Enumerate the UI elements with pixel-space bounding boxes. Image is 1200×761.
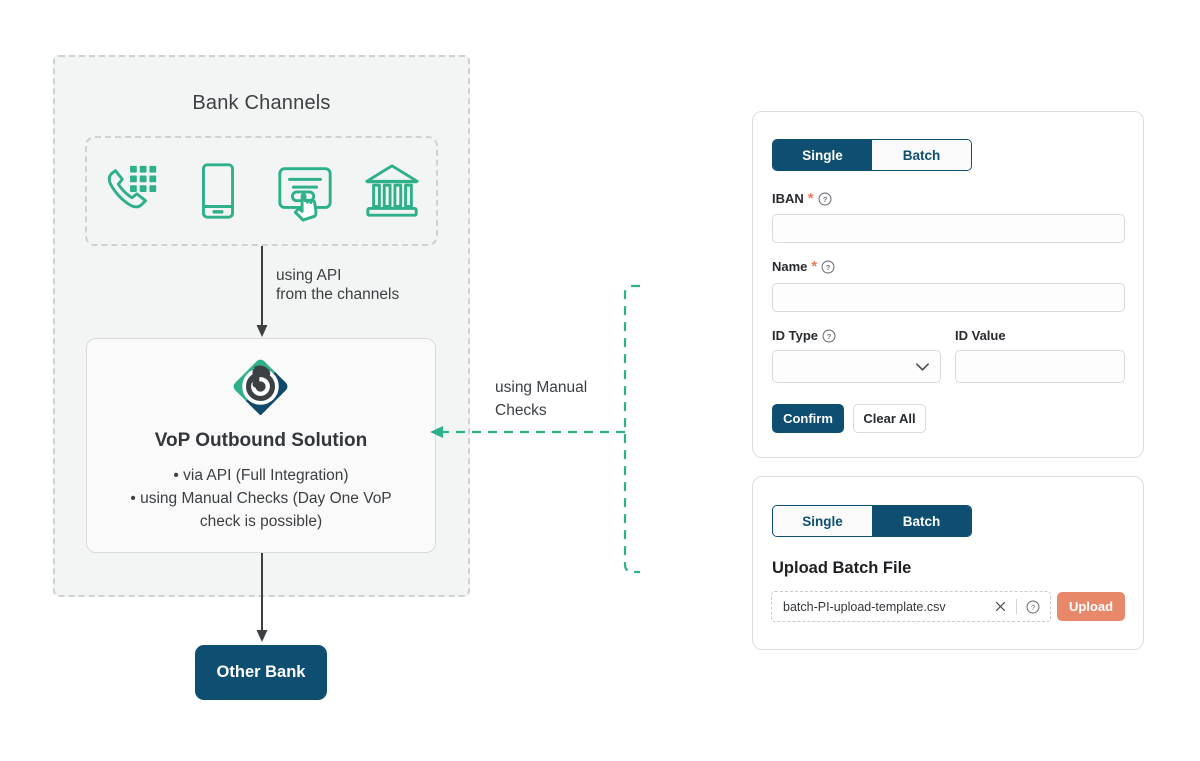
batch-tab-batch[interactable]: Batch [872, 506, 971, 536]
iban-label-text: IBAN [772, 191, 804, 206]
name-help-icon[interactable]: ? [821, 260, 835, 274]
tab-batch[interactable]: Batch [872, 140, 971, 170]
online-banking-click-icon [278, 167, 332, 222]
iban-label: IBAN * ? [772, 191, 832, 206]
id-type-label: ID Type ? [772, 328, 836, 343]
api-flow-label: using API from the channels [276, 267, 400, 303]
vop-brand-logo-icon [233, 359, 288, 415]
file-drop-zone[interactable]: batch-PI-upload-template.csv ? [771, 591, 1051, 622]
api-flow-arrow [256, 246, 268, 337]
iban-help-icon[interactable]: ? [818, 192, 832, 206]
vop-bullets: • via API (Full Integration) • using Man… [96, 464, 426, 533]
svg-text:?: ? [826, 262, 831, 271]
id-type-help-icon[interactable]: ? [822, 329, 836, 343]
confirm-button[interactable]: Confirm [772, 404, 844, 433]
id-value-label: ID Value [955, 328, 1006, 343]
uploaded-file-name: batch-PI-upload-template.csv [783, 599, 946, 614]
iban-required-asterisk: * [807, 189, 814, 207]
id-value-input[interactable] [955, 350, 1125, 383]
other-bank-label: Other Bank [216, 663, 306, 681]
name-label-text: Name [772, 259, 808, 274]
manual-checks-connector [430, 284, 640, 574]
bank-building-icon [365, 164, 420, 217]
name-input[interactable] [772, 283, 1125, 312]
confirm-button-label: Confirm [783, 411, 833, 426]
other-bank-flow-arrow [256, 553, 268, 642]
svg-text:?: ? [822, 194, 827, 203]
single-panel-tab-group: Single Batch [772, 139, 972, 171]
upload-button[interactable]: Upload [1057, 592, 1125, 621]
phone-keypad-icon [107, 165, 156, 209]
id-type-label-text: ID Type [772, 328, 818, 343]
chip-divider [1016, 599, 1017, 614]
vop-title: VoP Outbound Solution [154, 430, 368, 451]
file-help-icon[interactable]: ? [1026, 600, 1040, 614]
mobile-phone-icon [201, 163, 234, 219]
clear-all-button-label: Clear All [863, 411, 916, 426]
other-bank-node: Other Bank [195, 645, 327, 700]
id-value-label-text: ID Value [955, 328, 1006, 343]
channel-icons-group [85, 136, 438, 246]
batch-panel-tab-group: Single Batch [772, 505, 972, 537]
batch-tab-single[interactable]: Single [773, 506, 872, 536]
vop-bullet-2: • using Manual Checks (Day One VoP check… [130, 490, 392, 530]
manual-checks-label: using Manual Checks [495, 379, 588, 419]
name-label: Name * ? [772, 259, 835, 274]
name-required-asterisk: * [811, 257, 818, 275]
tab-single[interactable]: Single [773, 140, 872, 170]
iban-input[interactable] [772, 214, 1125, 243]
chevron-down-icon [916, 363, 929, 371]
upload-button-label: Upload [1068, 599, 1114, 614]
svg-text:?: ? [1031, 602, 1035, 611]
svg-text:?: ? [827, 331, 832, 340]
upload-batch-file-title: Upload Batch File [772, 559, 912, 577]
close-icon[interactable] [994, 600, 1007, 613]
id-type-select[interactable] [772, 350, 941, 383]
bank-channels-title: Bank Channels [192, 92, 331, 114]
vop-bullet-1: • via API (Full Integration) [173, 467, 349, 484]
clear-all-button[interactable]: Clear All [853, 404, 926, 433]
